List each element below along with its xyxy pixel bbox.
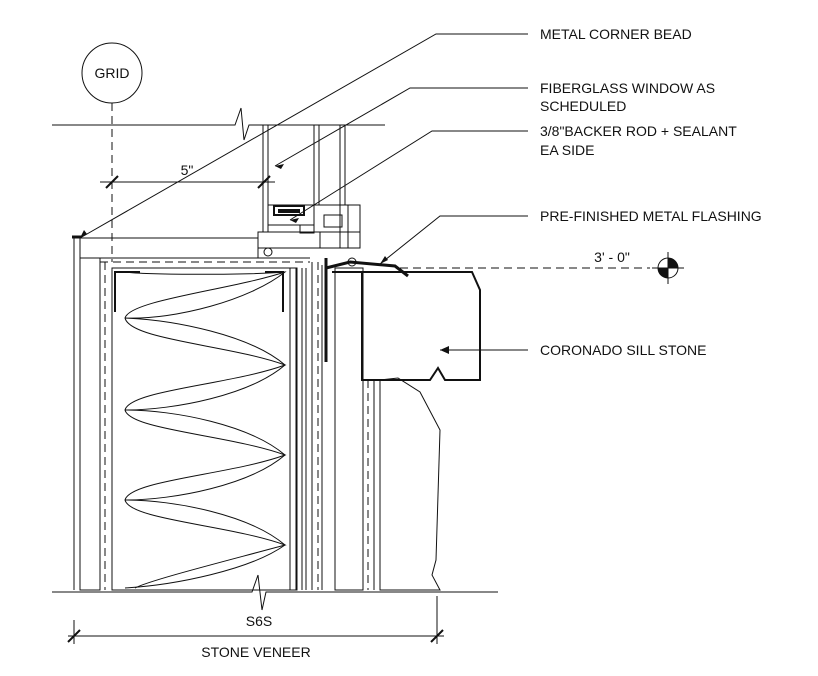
sill-elevation-marker: 3' - 0" [400, 249, 684, 284]
exterior-layers [311, 258, 375, 591]
bottom-break-line: S6S [52, 574, 498, 629]
interior-finish [72, 235, 310, 591]
top-break-line [52, 107, 385, 141]
callout-metal-corner-bead: METAL CORNER BEAD [540, 26, 692, 42]
grid-bubble: GRID [81, 42, 143, 262]
sill-elevation-text: 3' - 0" [594, 249, 630, 265]
grid-label: GRID [95, 65, 130, 81]
fiberglass-window [257, 125, 361, 267]
stone-veneer-label: STONE VENEER [201, 644, 310, 660]
window-offset-text: 5" [181, 162, 194, 178]
stud-insulation [111, 267, 307, 591]
stone-veneer-dimension: STONE VENEER [67, 596, 444, 660]
callout-window-line1: FIBERGLASS WINDOW AS [540, 80, 715, 96]
leader-lines [79, 33, 528, 354]
callout-backer-rod-line2: EA SIDE [540, 142, 594, 158]
callout-backer-rod-line1: 3/8"BACKER ROD + SEALANT [540, 123, 737, 139]
callout-window-line2: SCHEDULED [540, 98, 626, 114]
callout-metal-flashing: PRE-FINISHED METAL FLASHING [540, 208, 762, 224]
window-offset-dimension: 5" [100, 162, 275, 189]
callout-sill-stone: CORONADO SILL STONE [540, 342, 706, 358]
callout-labels: METAL CORNER BEAD FIBERGLASS WINDOW AS S… [540, 26, 762, 358]
stone-veneer [379, 377, 441, 591]
section-ref-text: S6S [246, 613, 272, 629]
coronado-sill-stone [361, 271, 481, 381]
metal-flashing [325, 260, 409, 278]
